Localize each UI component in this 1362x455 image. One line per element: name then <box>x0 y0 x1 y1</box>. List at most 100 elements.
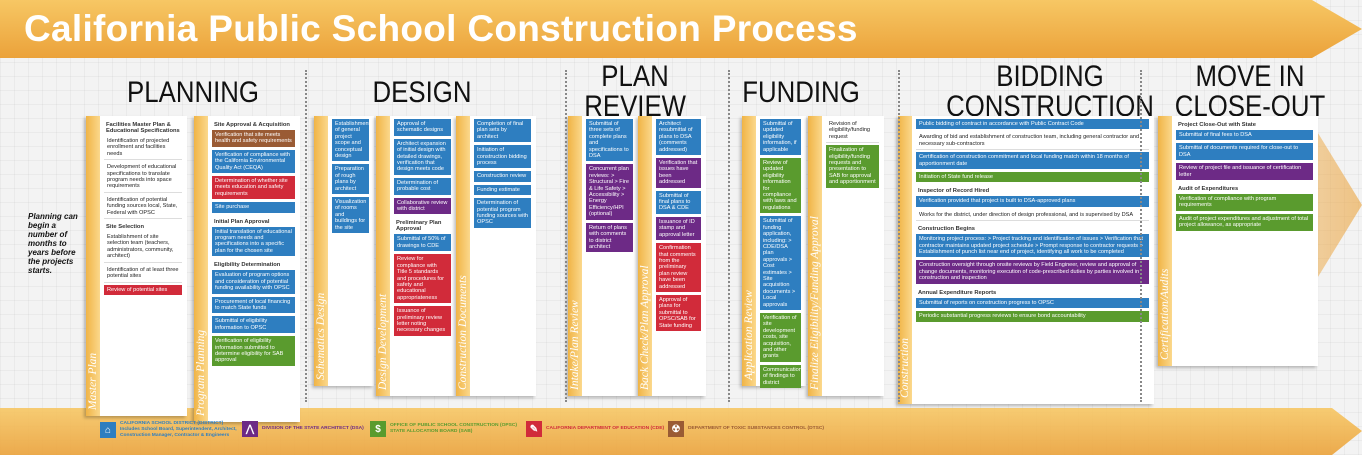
school-house-icon: ⌂ <box>100 422 116 438</box>
legend-label: CALIFORNIA DEPARTMENT OF EDUCATION (CDE) <box>546 426 665 431</box>
apple-icon: ✎ <box>526 421 542 437</box>
step-heading: Eligibility Determination <box>214 262 281 269</box>
stage-label: Construction <box>899 337 911 398</box>
step-item: Awarding of bid and establishment of con… <box>916 132 1149 151</box>
step-item-blue: Funding estimate <box>474 184 531 196</box>
stage-label: Finalize Eligibility/Funding Approval <box>809 216 821 390</box>
step-item-blue: Preparation of rough plans by architect <box>332 164 369 195</box>
step-item-purple: Issuance of ID stamp and approval letter <box>656 216 701 241</box>
stage-label: Certification/Audits <box>1159 268 1171 360</box>
step-heading: Inspector of Record Hired <box>918 188 990 195</box>
stage-band: Back Check/Plan Approval <box>638 116 652 396</box>
step-item-purple: Construction oversight through onsite re… <box>916 260 1149 284</box>
stage-label: Program Planning <box>195 329 207 416</box>
stage-label: Design Development <box>377 293 389 390</box>
step-item-green: Review of updated eligibility informatio… <box>760 158 801 214</box>
stage-band: Application Review <box>742 116 756 386</box>
step-item-green: Communication of findings to district <box>760 364 802 389</box>
step-heading: Initial Plan Approval <box>214 218 270 225</box>
step-item-red: Approval of plans for submittal to OPSC/… <box>656 294 701 331</box>
step-item-green: Verification of compliance with program … <box>1176 194 1313 211</box>
stage-label: Construction Documents <box>457 275 469 390</box>
step-item-purple: Collaborative review with district <box>394 197 451 215</box>
stage-label: Application Review <box>743 290 755 380</box>
step-item-purple: Verification that issues have been addre… <box>656 158 701 188</box>
phase-plan-review: PLAN REVIEW <box>584 60 687 123</box>
stage-band: Program Planning <box>194 116 208 422</box>
step-heading: Site Approval & Acquisition <box>214 122 290 128</box>
stage-steps: Completion of final plan sets by archite… <box>472 116 533 396</box>
step-heading: Annual Expenditure Reports <box>918 289 997 296</box>
step-item-brown: Verification that site meets health and … <box>212 130 295 147</box>
step-item-green: Initiation of State fund release <box>916 172 1149 183</box>
legend-item: ⋀DIVISION OF THE STATE ARCHITECT (DSA) <box>242 421 364 437</box>
step-item: Works for the district, under direction … <box>916 210 1149 222</box>
stage-back-check-plan-approval: Back Check/Plan Approval Architect resubm… <box>638 116 706 396</box>
step-heading: Facilities Master Plan & Educational Spe… <box>106 122 180 134</box>
step-item-blue: Submittal of reports on construction pro… <box>916 297 1149 309</box>
phase-divider <box>898 70 900 402</box>
step-item-blue: Architect resubmittal of plans to DSA (c… <box>656 119 701 156</box>
stage-band: Master Plan <box>86 116 100 416</box>
stage-master-plan: Master Plan Facilities Master Plan & Educ… <box>86 116 187 416</box>
step-item-blue: Submittal of final plans to DSA & CDE <box>656 190 701 214</box>
step-item: Establishment of site selection team (te… <box>104 232 182 263</box>
stage-steps: Establishment of general project scope a… <box>330 116 371 386</box>
step-item-blue: Site purchase <box>212 202 295 213</box>
step-item-blue: Submittal of three sets of complete plan… <box>586 119 633 162</box>
stage-band: Intake/Plan Review <box>568 116 582 396</box>
step-item: Identification of potential funding sour… <box>104 195 182 220</box>
step-item: Development of educational specification… <box>104 162 182 193</box>
legend-label: DEPARTMENT OF TOXIC SUBSTANCES CONTROL (… <box>688 426 825 431</box>
step-item: Identification of at least three potenti… <box>104 265 182 283</box>
stage-steps: Architect resubmittal of plans to DSA (c… <box>654 116 703 396</box>
step-item-blue: Determination of probable cost <box>394 177 451 195</box>
phase-divider <box>565 70 567 402</box>
step-item-green: Audit of project expenditures and adjust… <box>1176 213 1313 231</box>
step-item-blue: Architect expansion of initial design wi… <box>394 138 451 175</box>
step-item-blue: Certification of construction commitment… <box>916 152 1149 170</box>
step-heading: Site Selection <box>106 224 145 231</box>
step-item-red: Review for compliance with Title 5 stand… <box>394 254 451 304</box>
legend-item: $OFFICE OF PUBLIC SCHOOL CONSTRUCTION (O… <box>370 421 517 437</box>
stage-intake-plan-review: Intake/Plan Review Submittal of three set… <box>568 116 638 396</box>
step-item-blue: Completion of final plan sets by archite… <box>474 119 531 143</box>
step-item-purple: Return of plans with comments to distric… <box>586 222 633 253</box>
agency-legend: ⌂CALIFORNIA SCHOOL DISTRICT (DISTRICT) I… <box>0 415 1362 451</box>
step-item-blue: Verification provided that project is bu… <box>916 196 1149 207</box>
stage-band: Construction Documents <box>456 116 470 396</box>
step-item-blue: Submittal of eligibility information to … <box>212 316 295 334</box>
step-item-blue: Determination of potential program fundi… <box>474 198 531 228</box>
stage-label: Back Check/Plan Approval <box>639 265 651 390</box>
step-heading: Preliminary Plan Approval <box>396 220 442 233</box>
step-item-green: Finalization of eligibility/funding requ… <box>826 145 879 188</box>
step-item-blue: Initial translation of educational progr… <box>212 226 295 257</box>
step-item-blue: Procurement of local financing to match … <box>212 296 295 314</box>
phase-planning: PLANNING <box>127 76 259 109</box>
page-title: California Public School Construction Pr… <box>24 8 858 49</box>
title-banner-arrow <box>0 0 1362 58</box>
phase-design: DESIGN <box>372 76 472 109</box>
stage-steps: Submittal of updated eligibility informa… <box>758 116 803 389</box>
step-item-green: Verification of site development costs, … <box>760 312 801 362</box>
step-item-red: Confirmation that comments from the prel… <box>656 243 701 292</box>
phase-divider <box>1140 70 1142 402</box>
step-item-green: Periodic substantial progress reviews to… <box>916 311 1149 322</box>
step-item-red: Review of potential sites <box>104 284 182 295</box>
stage-certification-audits: Certification/Audits Project Close-Out wi… <box>1158 116 1318 366</box>
stage-band: Design Development <box>376 116 390 396</box>
step-item-green: Verification of eligibility information … <box>212 336 295 366</box>
step-item-red: Issuance of preliminary review letter no… <box>394 306 451 336</box>
stage-band: Schematics Design <box>314 116 328 386</box>
stage-label: Schematics Design <box>315 292 327 380</box>
step-item-blue: Submittal of updated eligibility informa… <box>760 119 801 156</box>
step-heading: Project Close-Out with State <box>1178 122 1256 128</box>
step-item-blue: Approval of schematic designs <box>394 119 451 136</box>
stage-steps: Facilities Master Plan & Educational Spe… <box>102 116 184 416</box>
